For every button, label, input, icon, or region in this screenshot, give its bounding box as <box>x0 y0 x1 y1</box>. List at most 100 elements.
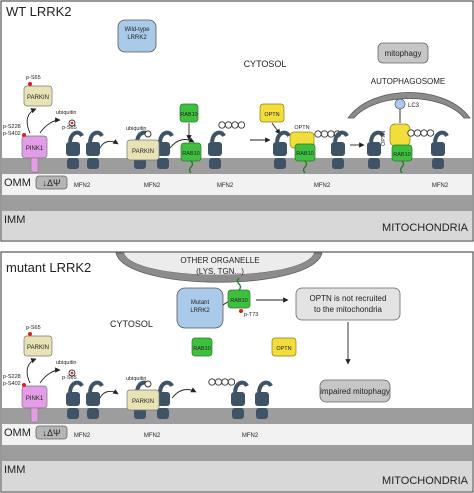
top-optn-bound-node-2 <box>389 123 411 147</box>
bottom-parkin-bound-node <box>126 389 160 411</box>
top-mfn2-label-3: MFN2 <box>217 183 234 189</box>
autophagosome-label: AUTOPHAGOSOME <box>371 77 446 86</box>
top-parkin-bound-node <box>126 139 160 161</box>
other-organelle-label-1: OTHER ORGANELLE <box>180 256 259 265</box>
top-ub-2 <box>144 130 152 138</box>
top-rab10-free-label: RAB10 <box>180 112 197 118</box>
top-ub-1-phospho <box>70 121 74 125</box>
top-ubiquitin-label-2: ubiquitin <box>126 126 147 132</box>
top-rab10-bound-label-1: RAB10 <box>182 151 199 157</box>
bottom-parkin-free-label: PARKIN <box>27 345 49 351</box>
top-membrane-potential-box <box>35 175 68 190</box>
mitophagy-label: mitophagy <box>385 49 422 58</box>
bottom-matrix <box>2 461 472 491</box>
top-optn-free-label: OPTN <box>264 112 279 118</box>
bottom-rab10-free-node <box>191 337 213 357</box>
lc3-label: LC3 <box>408 103 420 109</box>
top-ubiquitin-label-1: ubiquitin <box>56 110 77 116</box>
top-pink1-label: PINK1 <box>26 146 44 152</box>
top-parkin-free-label: PARKIN <box>27 95 49 101</box>
top-pink1-to-ub-arrow <box>39 117 61 134</box>
top-mfn2-label-1: MFN2 <box>74 183 91 189</box>
top-panel-title: WT LRRK2 <box>6 4 72 19</box>
top-p-s65-ub-label: p-S65 <box>62 125 77 131</box>
bottom-intermembrane-space <box>2 424 472 445</box>
bottom-arrow-2 <box>171 387 197 399</box>
bottom-parkin-phospho-dot <box>28 332 32 336</box>
bottom-parkin-bound-label: PARKIN <box>132 399 154 405</box>
top-parkin-free-node <box>23 85 53 107</box>
bottom-pink1-tm <box>30 407 39 423</box>
top-rab10-anchor-2 <box>302 160 308 174</box>
bottom-arrow-1 <box>99 389 119 399</box>
bottom-cytosol-label: CYTOSOL <box>110 319 153 329</box>
mitophagy-box <box>377 42 429 64</box>
autophagosome-membrane <box>347 92 471 119</box>
bottom-rab10-p-t73: p-T73 <box>244 312 258 318</box>
bottom-optn-free-node <box>271 337 297 357</box>
top-mitochondria-label: MITOCHONDRIA <box>382 222 469 234</box>
bottom-ubiquitin-label-2: ubiquitin <box>126 376 147 382</box>
bottom-imm-membrane <box>2 445 472 461</box>
bottom-pink1-to-parkin-arrow <box>26 358 37 384</box>
top-parkin-p-s65-label: p-S65 <box>26 75 41 81</box>
top-rab10-free-node <box>179 103 199 123</box>
top-pink1-phospho-dot <box>22 133 26 137</box>
optn-not-recruited-box <box>295 287 401 321</box>
top-imm-label: IMM <box>4 214 25 226</box>
top-mfn2-label-5: MFN2 <box>432 183 449 189</box>
bottom-pink1-phospho-dot <box>22 383 26 387</box>
top-rab10-bound-label-2: RAB10 <box>296 151 313 157</box>
top-intermembrane-space <box>2 174 472 195</box>
bottom-optn-free-label: OPTN <box>276 346 291 352</box>
top-arrow-2 <box>169 137 195 149</box>
bottom-mfn2-label-3: MFN2 <box>242 433 259 439</box>
top-optn-bound-label-2: OPTN <box>381 131 387 146</box>
top-cytosol-label: CYTOSOL <box>244 59 287 69</box>
bottom-parkin-p-s65-label: p-S65 <box>26 325 41 331</box>
bottom-pink1-p-s228: p-S228 <box>3 374 21 380</box>
top-omm-label: OMM <box>4 177 31 189</box>
top-mfn2-label-2: MFN2 <box>144 183 161 189</box>
bottom-pink1-label: PINK1 <box>26 396 44 402</box>
top-pink1-tm <box>30 157 39 173</box>
bottom-mfn2-label-1: MFN2 <box>74 433 91 439</box>
bottom-rab10-phospho-dot <box>239 309 243 313</box>
bottom-ub-2 <box>144 380 152 388</box>
top-optn-recruit-arrow <box>271 122 281 135</box>
bottom-pink1-to-ub-arrow <box>39 367 61 384</box>
bottom-rab10-organelle-anchor <box>236 277 242 291</box>
bottom-panel-title: mutant LRRK2 <box>6 260 91 275</box>
other-organelle-lumen <box>124 253 314 275</box>
top-rab10-bound-label-3: RAB10 <box>393 152 410 158</box>
top-arrow-1 <box>99 139 119 149</box>
top-delta-psi-label: ↓ΔΨ <box>42 178 60 188</box>
bottom-ubiquitin-label-1: ubiquitin <box>56 360 77 366</box>
wildtype-lrrk2-node <box>117 19 157 53</box>
top-mfn2-label-4: MFN2 <box>314 183 331 189</box>
bottom-p-s65-ub-label: p-S65 <box>62 375 77 381</box>
impaired-mitophagy-box <box>319 379 391 403</box>
bottom-mfn2-label-2: MFN2 <box>144 433 161 439</box>
bottom-parkin-free-node <box>23 335 53 357</box>
top-matrix <box>2 211 472 240</box>
top-imm-membrane <box>2 195 472 211</box>
top-rab10-anchor-3 <box>399 160 405 174</box>
top-pink1-to-parkin-arrow <box>26 108 37 134</box>
impaired-mitophagy-label: impaired mitophagy <box>320 387 390 396</box>
bottom-imm-label: IMM <box>4 464 25 476</box>
bottom-ub-1-phospho <box>70 371 74 375</box>
lc3-node <box>394 98 406 110</box>
bottom-rab10-free-label: RAB10 <box>193 346 210 352</box>
top-pink1-p-s228: p-S228 <box>3 124 21 130</box>
mutant-lrrk2-node <box>176 287 224 329</box>
top-parkin-phospho-dot <box>28 82 32 86</box>
top-rab10-anchor-1 <box>188 160 194 174</box>
top-optn-free-node <box>259 103 285 123</box>
top-optn-bound-label-1: OPTN <box>294 125 309 131</box>
